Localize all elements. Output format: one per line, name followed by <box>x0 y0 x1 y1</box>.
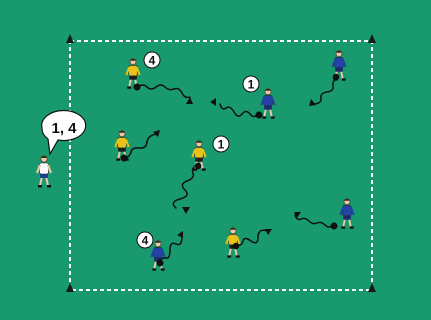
callout-yellow-top: 4 <box>144 52 160 68</box>
ball-yellow-bottom <box>233 243 239 249</box>
callout-blue-top-text: 1 <box>248 78 255 92</box>
callout-blue-bottom: 4 <box>137 232 153 248</box>
callout-coach-text: 1, 4 <box>51 120 77 137</box>
ball-yellow-left <box>121 155 127 161</box>
callout-yellow-mid: 1 <box>213 136 229 152</box>
callout-blue-top: 1 <box>243 76 259 92</box>
ball-blue-center-right <box>256 112 262 118</box>
ball-blue-top-right <box>333 74 339 80</box>
ball-blue-bottom-left <box>157 260 163 266</box>
ball-yellow-center <box>195 163 201 169</box>
ball-yellow-top <box>134 84 140 90</box>
callout-yellow-top-text: 4 <box>149 54 156 68</box>
callout-blue-bottom-text: 4 <box>142 234 149 248</box>
ball-blue-bottom-right <box>331 223 337 229</box>
callout-yellow-mid-text: 1 <box>218 138 225 152</box>
